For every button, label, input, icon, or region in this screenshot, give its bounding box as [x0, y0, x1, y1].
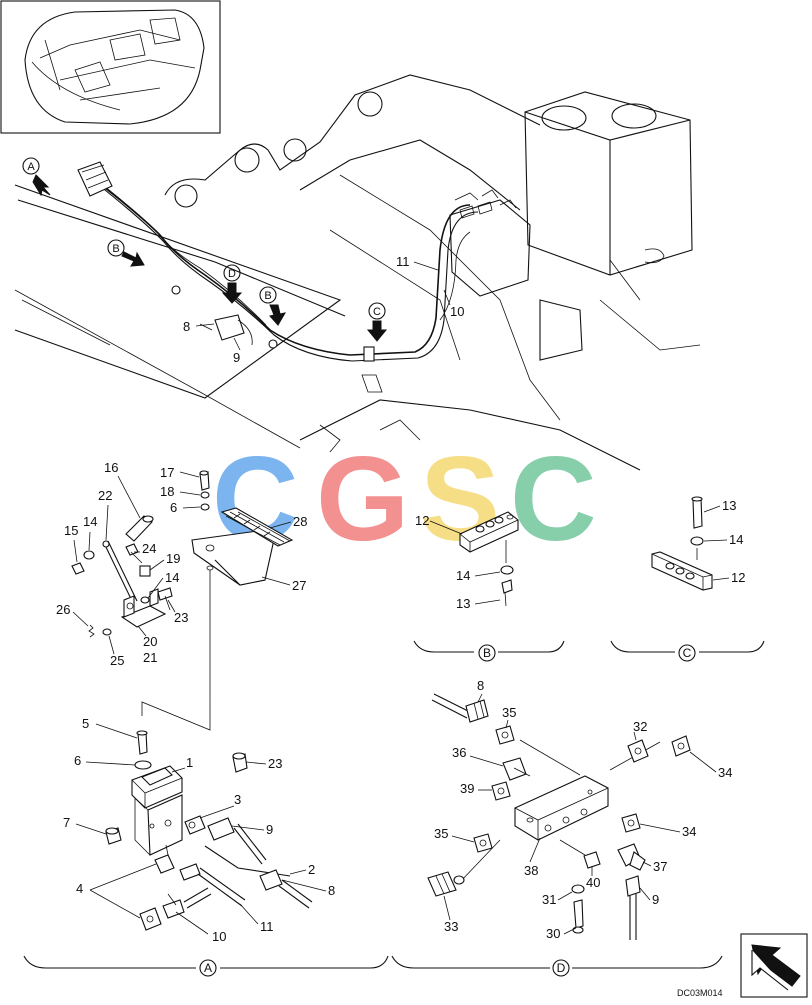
- section-label-c: C: [683, 646, 692, 660]
- callout-8-a: 8: [328, 883, 335, 898]
- view-marker-b-left: B: [112, 243, 119, 255]
- callout-14-b: 14: [456, 568, 470, 583]
- callout-1: 1: [186, 755, 193, 770]
- callout-20: 20: [143, 634, 157, 649]
- section-label-a: A: [204, 961, 212, 975]
- callout-32: 32: [633, 719, 647, 734]
- callout-34-d-top: 34: [718, 765, 732, 780]
- detail-b: 12 14 13 B: [413, 511, 565, 662]
- callout-16: 16: [104, 460, 118, 475]
- callout-37: 37: [653, 859, 667, 874]
- callout-12-b: 12: [415, 513, 429, 528]
- callout-5: 5: [82, 716, 89, 731]
- callout-18: 18: [160, 484, 174, 499]
- callout-23-a: 23: [268, 756, 282, 771]
- callout-28: 28: [293, 514, 307, 529]
- callout-9-upper: 9: [233, 350, 240, 365]
- watermark-letter-4: C: [510, 432, 597, 566]
- callout-34-d-right: 34: [682, 824, 696, 839]
- callout-11-a: 11: [260, 919, 274, 934]
- machine-overview-inset: [0, 0, 221, 134]
- view-arrow-d: D: [221, 264, 243, 304]
- view-arrow-a: A: [22, 157, 51, 197]
- callout-9-a: 9: [266, 822, 273, 837]
- callout-21: 21: [143, 650, 157, 665]
- callout-14-c: 14: [729, 532, 743, 547]
- callout-36: 36: [452, 745, 466, 760]
- view-marker-a: A: [27, 161, 35, 173]
- upper-callouts: 8 9 11 10: [183, 254, 464, 365]
- detail-a: 5 6 1 23 3 7 9 2 4 8 11 10 A: [23, 716, 389, 977]
- callout-14-pedal-a: 14: [83, 514, 97, 529]
- callout-27: 27: [292, 578, 306, 593]
- callout-15: 15: [64, 523, 78, 538]
- detail-c: 13 14 12 C: [610, 496, 765, 662]
- upper-frame-assembly: [14, 74, 701, 471]
- watermark-letter-3: S: [420, 432, 500, 566]
- callout-8-upper: 8: [183, 319, 190, 334]
- callout-10-a: 10: [212, 929, 226, 944]
- callout-12-c: 12: [731, 570, 745, 585]
- watermark-letter-2: G: [316, 432, 409, 566]
- callout-35-d-left: 35: [434, 826, 448, 841]
- callout-33: 33: [444, 919, 458, 934]
- callout-39: 39: [460, 781, 474, 796]
- callout-14-pedal-b: 14: [165, 570, 179, 585]
- callout-6-a: 6: [74, 753, 81, 768]
- view-arrow-c: C: [366, 302, 388, 342]
- pedal-callouts: 16 22 14 15 24 19 14 23 26 20 21 25 17 1…: [56, 460, 307, 668]
- view-marker-b-right: B: [264, 290, 271, 302]
- callout-23-pedal: 23: [174, 610, 188, 625]
- callout-8-d: 8: [477, 678, 484, 693]
- callout-3: 3: [234, 792, 241, 807]
- callout-22: 22: [98, 488, 112, 503]
- callout-25: 25: [110, 653, 124, 668]
- callout-6-pedal: 6: [170, 500, 177, 515]
- callout-35-d-top: 35: [502, 705, 516, 720]
- callout-11-upper: 11: [396, 254, 410, 269]
- section-label-b: B: [483, 646, 491, 660]
- view-marker-d: D: [228, 268, 236, 280]
- callout-31: 31: [542, 892, 556, 907]
- watermark: C G S C: [212, 432, 597, 566]
- view-arrow-b-left: B: [107, 239, 145, 267]
- callout-7: 7: [63, 815, 70, 830]
- view-marker-c: C: [373, 306, 381, 318]
- callout-4: 4: [76, 881, 83, 896]
- callout-9-d: 9: [652, 892, 659, 907]
- callout-19: 19: [166, 551, 180, 566]
- pedal-bracket-parts: [71, 470, 294, 731]
- callout-17: 17: [160, 465, 174, 480]
- drawing-code: DC03M014: [677, 988, 723, 998]
- callout-2: 2: [308, 862, 315, 877]
- callout-26: 26: [56, 602, 70, 617]
- callout-13-b: 13: [456, 596, 470, 611]
- callout-24: 24: [142, 541, 156, 556]
- view-arrow-b-right: B: [259, 286, 286, 326]
- callout-13-c: 13: [722, 498, 736, 513]
- detail-d: 8 35 32 36 34 39 34 35 37 38 40 31 9 33 …: [391, 678, 732, 977]
- callout-10-upper: 10: [450, 304, 464, 319]
- callout-30: 30: [546, 926, 560, 941]
- callout-38: 38: [524, 863, 538, 878]
- callout-40: 40: [586, 875, 600, 890]
- section-label-d: D: [557, 961, 566, 975]
- front-direction-box: [740, 933, 808, 998]
